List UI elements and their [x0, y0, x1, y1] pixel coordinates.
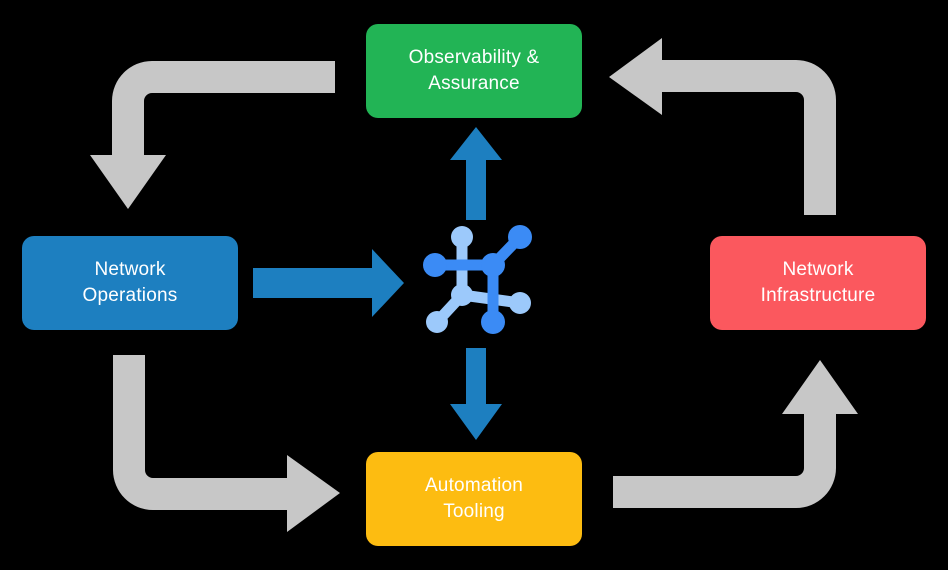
- connector-netops-to-center: [253, 249, 404, 317]
- node-label-automation-tooling: Automation Tooling: [424, 475, 524, 522]
- node-box-automation-tooling[interactable]: Automation Tooling: [366, 452, 582, 546]
- connector-observability-to-netops: [90, 61, 335, 209]
- connector-center-to-automation: [450, 348, 502, 440]
- node-label-observability: Observability & Assurance: [408, 47, 540, 94]
- node-box-observability[interactable]: Observability & Assurance: [366, 24, 582, 118]
- connector-netops-to-automation: [113, 355, 340, 532]
- node-box-network-operations[interactable]: Network Operations: [22, 236, 238, 330]
- node-box-network-infrastructure[interactable]: Network Infrastructure: [710, 236, 926, 330]
- connector-netinfra-to-observability: [609, 38, 836, 215]
- network-topology-icon: [423, 225, 532, 334]
- node-label-network-infrastructure: Network Infrastructure: [760, 259, 876, 306]
- node-label-network-operations: Network Operations: [82, 259, 178, 306]
- connector-automation-to-netinfra: [613, 360, 858, 508]
- connector-center-to-observability: [450, 127, 502, 220]
